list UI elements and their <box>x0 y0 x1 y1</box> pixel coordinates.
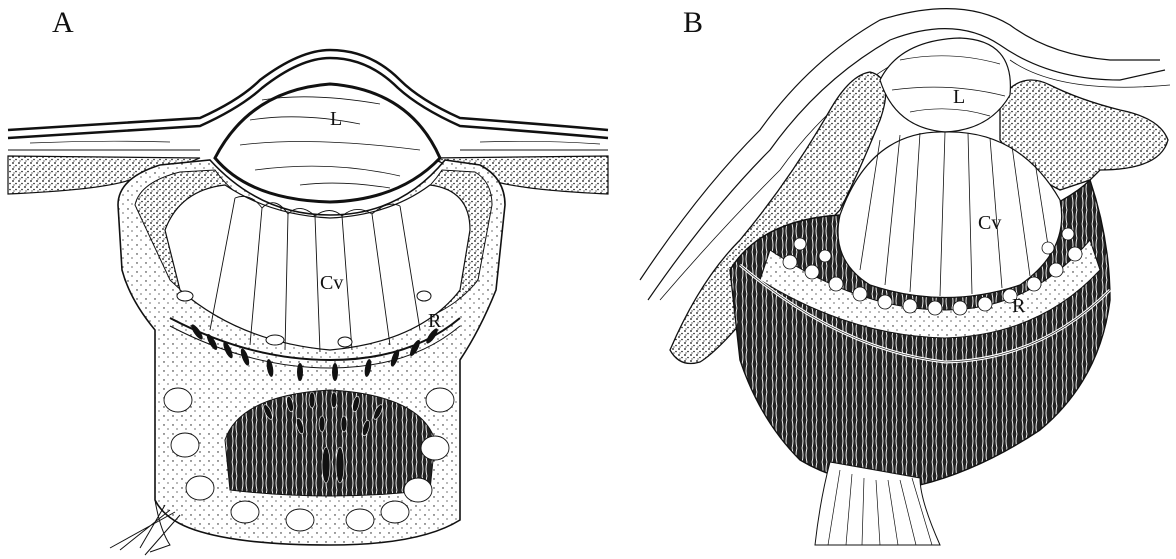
panel-b-drawing <box>640 9 1170 545</box>
panel-b-label-lens: L <box>953 86 965 109</box>
panel-b-label-vitreous: Cv <box>978 212 1001 235</box>
panel-a-label-lens: L <box>330 108 342 131</box>
panel-a-drawing <box>8 50 608 555</box>
panel-a-label-vitreous: Cv <box>320 272 343 295</box>
panel-a-label-retina: R <box>428 310 441 333</box>
panel-b-label-retina: R <box>1012 295 1025 318</box>
panel-b-letter: B <box>683 6 703 40</box>
panel-a-letter: A <box>52 6 74 40</box>
